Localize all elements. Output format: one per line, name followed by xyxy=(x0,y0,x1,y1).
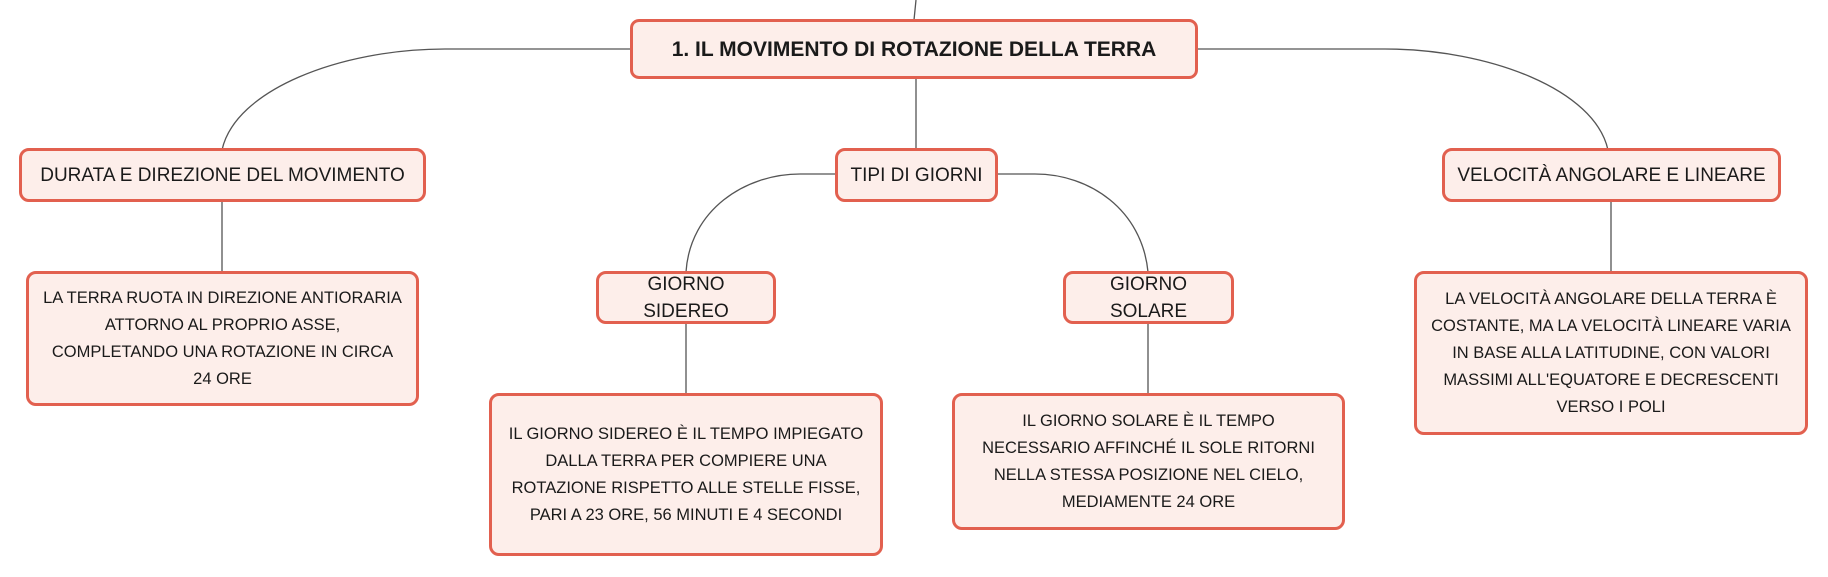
topic-text: LA TERRA RUOTA IN DIREZIONE ANTIORARIA A… xyxy=(43,288,402,388)
topic-solare-description[interactable]: IL GIORNO SOLARE È IL TEMPO NECESSARIO A… xyxy=(952,393,1345,530)
topic-sidereo-description[interactable]: IL GIORNO SIDEREO È IL TEMPO IMPIEGATO D… xyxy=(489,393,883,556)
topic-giorno-sidereo[interactable]: GIORNO SIDEREO xyxy=(596,271,776,324)
topic-text: IL GIORNO SIDEREO È IL TEMPO IMPIEGATO D… xyxy=(508,424,864,524)
connector-parent xyxy=(913,0,917,21)
topic-durata-description[interactable]: LA TERRA RUOTA IN DIREZIONE ANTIORARIA A… xyxy=(26,271,419,406)
connector-root-velocita xyxy=(1197,48,1609,151)
topic-velocita-description[interactable]: LA VELOCITÀ ANGOLARE DELLA TERRA È COSTA… xyxy=(1414,271,1808,435)
topic-label: TIPI DI GIORNI xyxy=(850,164,983,186)
connector-root-durata xyxy=(221,48,630,151)
topic-text: IL GIORNO SOLARE È IL TEMPO NECESSARIO A… xyxy=(982,411,1315,511)
topic-tipi-di-giorni[interactable]: TIPI DI GIORNI xyxy=(835,148,998,202)
connector-tipi-sidereo xyxy=(685,173,835,273)
topic-text: LA VELOCITÀ ANGOLARE DELLA TERRA È COSTA… xyxy=(1431,289,1791,416)
connector-tipi-solare xyxy=(998,173,1149,273)
topic-giorno-solare[interactable]: GIORNO SOLARE xyxy=(1063,271,1234,324)
topic-label: VELOCITÀ ANGOLARE E LINEARE xyxy=(1457,164,1766,186)
topic-label: GIORNO SIDEREO xyxy=(643,273,729,322)
topic-label: GIORNO SOLARE xyxy=(1109,273,1188,322)
root-topic-label: 1. IL MOVIMENTO DI ROTAZIONE DELLA TERRA xyxy=(671,37,1157,61)
topic-label: DURATA E DIREZIONE DEL MOVIMENTO xyxy=(40,164,405,186)
root-topic[interactable]: 1. IL MOVIMENTO DI ROTAZIONE DELLA TERRA xyxy=(630,19,1198,79)
topic-velocita-angolare[interactable]: VELOCITÀ ANGOLARE E LINEARE xyxy=(1442,148,1781,202)
topic-durata-direzione[interactable]: DURATA E DIREZIONE DEL MOVIMENTO xyxy=(19,148,426,202)
